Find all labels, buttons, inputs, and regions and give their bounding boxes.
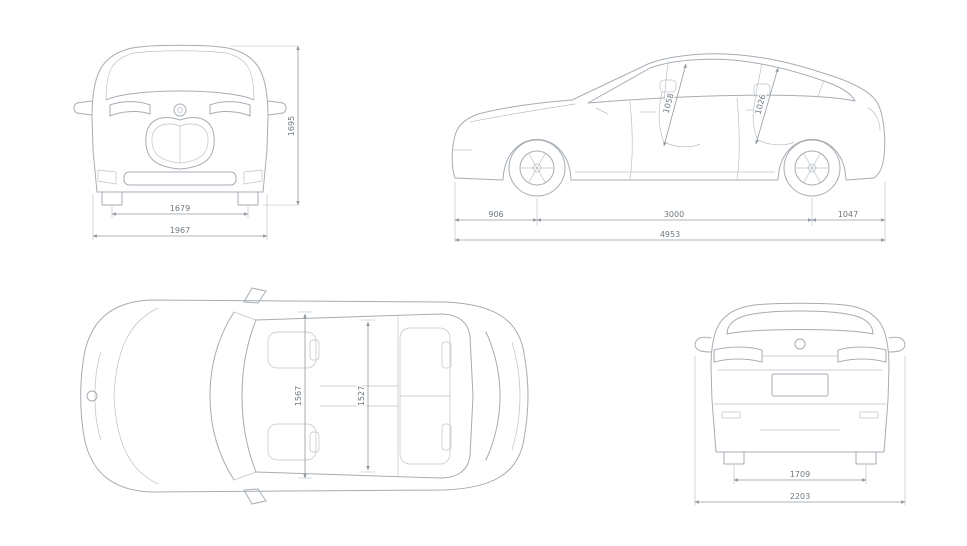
rear-mirror-left	[694, 336, 712, 353]
top-view	[80, 287, 529, 505]
front-side-intake-right	[243, 169, 263, 185]
top-view-seats	[267, 327, 452, 465]
roof-front-edge	[241, 319, 257, 473]
front-view-dimensions: 1695 1679 1967	[92, 45, 300, 240]
a-pillars-top	[233, 311, 257, 481]
kidney-grille-outer	[145, 117, 215, 170]
front-mirror-right	[267, 100, 287, 116]
bmw-roundel-icon-rear	[794, 338, 806, 350]
hood-arc	[113, 307, 159, 485]
front-shoulder-label: 1567	[294, 386, 303, 406]
front-mirror-left	[73, 100, 93, 116]
front-side-intake-left	[97, 169, 117, 185]
side-window-band	[587, 58, 856, 104]
bmw-roundel-inner	[177, 107, 183, 113]
taillight-right	[837, 346, 887, 363]
bmw-roundel-icon	[173, 103, 187, 117]
d-pillar	[817, 79, 825, 97]
rear-wheel-left	[723, 451, 745, 465]
roof-outline	[255, 313, 474, 479]
front-lower-intake	[123, 171, 237, 186]
rear-track-label: 1709	[790, 470, 810, 479]
steering-wheel	[595, 107, 609, 115]
bmw-roundel-icon-top	[86, 390, 98, 402]
front-wheel-left	[101, 191, 123, 206]
headlight-right	[209, 101, 251, 117]
wheelbase-label: 3000	[664, 210, 684, 219]
front-windshield-base	[105, 90, 255, 101]
top-mirror-right	[243, 488, 267, 505]
rear-wheel-right	[855, 451, 877, 465]
front-a-pillar-left	[105, 52, 135, 101]
rear-window-arc	[485, 331, 501, 461]
rear-door-line	[736, 97, 740, 180]
top-body-outline	[80, 299, 529, 493]
windshield-arc	[209, 311, 235, 481]
rear-window	[726, 310, 874, 335]
front-width-label: 1967	[170, 226, 190, 235]
front-wheel-right	[237, 191, 259, 206]
rear-overhang-label: 1047	[838, 210, 858, 219]
rear-body-outline	[710, 302, 890, 453]
tailgate-arc	[511, 341, 521, 451]
rear-width-label: 2203	[790, 492, 810, 501]
front-a-pillar-right	[225, 52, 255, 101]
hood-crease	[469, 103, 576, 123]
reflector-left	[721, 411, 741, 419]
rear-mirror-right	[888, 336, 906, 353]
front-body-outline	[91, 44, 269, 193]
front-height-label: 1695	[287, 116, 296, 136]
rear-wheel	[783, 139, 841, 197]
front-wheel	[508, 139, 566, 197]
side-body-outline	[451, 53, 886, 181]
reflector-right	[859, 411, 879, 419]
side-view-dimensions: 906 3000 1047 4953	[454, 182, 886, 242]
front-overhang-label: 906	[488, 210, 503, 219]
license-plate-recess	[771, 373, 829, 397]
taillight-edge	[867, 107, 881, 131]
overall-length-label: 4953	[660, 230, 680, 239]
front-roof-edge	[133, 50, 227, 54]
rear-view	[694, 302, 906, 465]
rear-shoulder-label: 1527	[357, 386, 366, 406]
top-view-dimensions: 1567 1527	[293, 311, 375, 479]
top-mirror-left	[243, 287, 267, 304]
front-track-label: 1679	[170, 204, 190, 213]
front-view	[73, 44, 287, 206]
front-bumper-arc	[94, 351, 102, 441]
front-door-line	[629, 101, 633, 180]
headlight-left	[109, 101, 151, 117]
taillight-left	[713, 346, 763, 363]
rear-view-dimensions: 1709 2203	[694, 356, 906, 506]
